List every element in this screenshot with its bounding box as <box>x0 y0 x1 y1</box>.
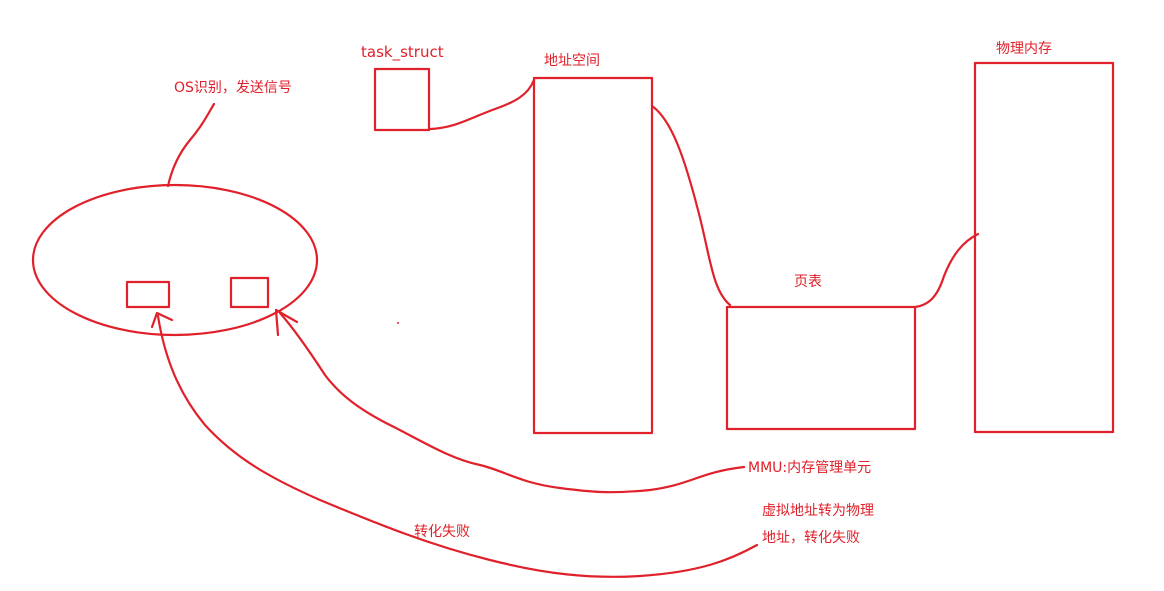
address-space-label: 地址空间 <box>544 53 600 69</box>
mmu-arrow-head <box>274 308 299 337</box>
cpu-register-box <box>125 280 171 309</box>
address-space-to-page-table-connector <box>650 104 732 307</box>
page-table-label: 页表 <box>794 274 822 290</box>
page-table-to-physical-memory-connector <box>913 232 980 309</box>
task-struct-label: task_struct <box>361 43 444 61</box>
stray-dot <box>397 322 399 324</box>
conversion-failed-arrow-line <box>156 314 759 578</box>
page-table-box <box>725 305 917 431</box>
virtual-to-physical-line2: 地址，转化失败 <box>762 530 860 546</box>
conversion-failed-label: 转化失败 <box>414 524 470 540</box>
os-signal-label: OS识别，发送信号 <box>174 80 292 96</box>
mmu-label: MMU:内存管理单元 <box>748 460 872 476</box>
task-to-address-space-connector <box>428 78 536 131</box>
physical-memory-box <box>973 61 1115 434</box>
address-space-box <box>532 76 654 435</box>
conversion-failed-arrow-head <box>150 311 174 329</box>
physical-memory-label: 物理内存 <box>996 41 1052 57</box>
task-struct-box <box>373 67 431 132</box>
os-signal-connector <box>166 102 216 188</box>
mmu-arrow-line <box>278 311 746 494</box>
hardware-ellipse <box>31 183 319 337</box>
mmu-box <box>229 276 270 309</box>
virtual-to-physical-line1: 虚拟地址转为物理 <box>762 503 874 519</box>
